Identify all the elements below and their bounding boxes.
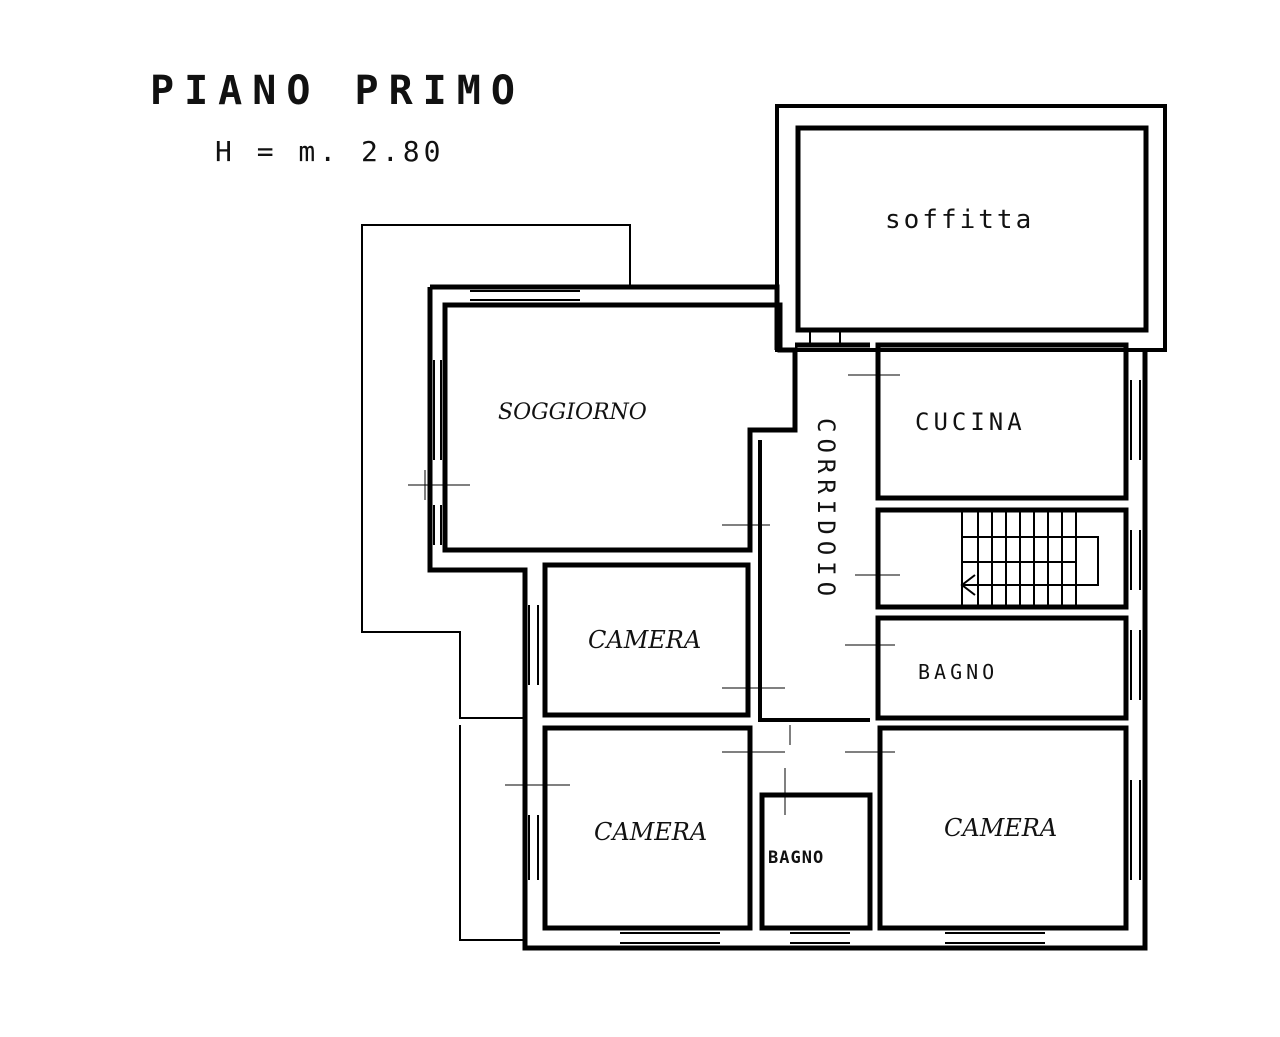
outer-wall bbox=[427, 287, 1148, 951]
room-label-camera-right: CAMERA bbox=[944, 814, 1058, 842]
terrace-outline-lower bbox=[459, 725, 525, 941]
room-label-cucina: CUCINA bbox=[915, 408, 1026, 436]
staircase bbox=[960, 510, 1099, 607]
corridor-walls bbox=[758, 440, 870, 722]
soffitta-outer-wall bbox=[775, 104, 1167, 352]
bagno-walls bbox=[875, 615, 1129, 721]
room-label-corridoio: CORRIDOIO bbox=[812, 418, 840, 603]
room-label-soggiorno: SOGGIORNO bbox=[498, 400, 647, 425]
soffitta-inner-wall bbox=[795, 125, 1149, 333]
windows bbox=[433, 290, 1141, 944]
door-markers bbox=[408, 374, 900, 815]
outer-wall bbox=[430, 284, 780, 350]
cucina-walls bbox=[875, 342, 1129, 501]
plan-title: PIANO PRIMO bbox=[150, 68, 525, 114]
soggiorno-walls bbox=[442, 302, 798, 553]
camera-mid-walls bbox=[542, 562, 751, 718]
camera-bottom-left-walls bbox=[542, 725, 753, 931]
camera-right-walls bbox=[877, 725, 1129, 931]
room-label-bagno: BAGNO bbox=[918, 660, 999, 684]
room-label-bagno-small: BAGNO bbox=[768, 848, 825, 868]
ceiling-height-note: H = m. 2.80 bbox=[215, 135, 445, 168]
room-label-soffitta: soffitta bbox=[885, 205, 1035, 235]
stair-walls bbox=[875, 507, 1129, 610]
room-label-camera-bottom-left: CAMERA bbox=[594, 818, 708, 846]
room-label-camera-mid: CAMERA bbox=[588, 626, 702, 654]
bagno-small-walls bbox=[759, 792, 873, 931]
terrace-outline bbox=[361, 224, 631, 719]
